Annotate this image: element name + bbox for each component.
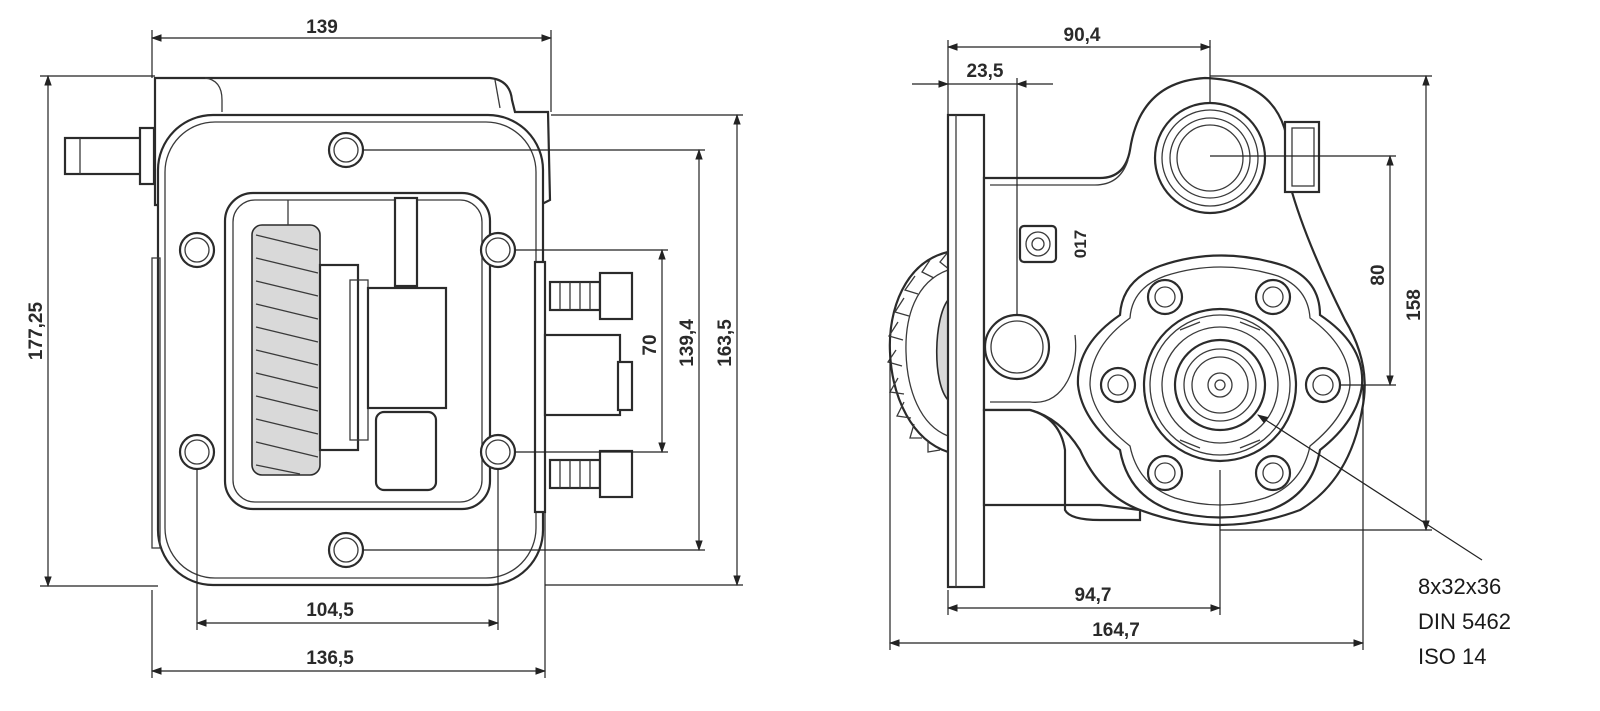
dim-bolt-horizontal: 104,5 <box>195 469 500 630</box>
dim-label-bolt-vertical-outer: 139,4 <box>677 319 698 367</box>
stamp-text: 017 <box>1071 230 1090 258</box>
spline-note-line1: 8x32x36 <box>1418 574 1501 599</box>
dim-label-output-offset: 94,7 <box>1075 585 1112 606</box>
dim-label-bolt-vertical-inner: 70 <box>640 334 661 355</box>
dim-label-shaft-offset: 90,4 <box>1064 25 1101 46</box>
dim-flange-height: 163,5 <box>545 113 743 587</box>
dim-label-bolt-horizontal: 104,5 <box>306 600 354 621</box>
spline-note-line2: DIN 5462 <box>1418 609 1511 634</box>
dim-label-flange-height: 163,5 <box>715 319 736 367</box>
helical-gear <box>251 196 448 492</box>
stud-bottom <box>548 449 634 499</box>
stamp: 017 <box>1018 224 1090 264</box>
dim-label-side-overall-width: 164,7 <box>1092 620 1140 641</box>
dim-axis-spacing: 80 <box>1210 154 1396 387</box>
dim-output-offset: 94,7 <box>946 470 1222 615</box>
dim-label-side-overall-height: 158 <box>1404 289 1425 321</box>
dim-label-flange-thickness: 23,5 <box>967 61 1004 82</box>
dim-label-overall-height: 177,25 <box>26 302 47 361</box>
gear-segment <box>886 250 951 454</box>
dim-shaft-offset: 90,4 <box>946 25 1212 115</box>
mount-flange <box>946 113 986 589</box>
output-shaft-hub <box>1142 307 1298 463</box>
stud-top <box>548 271 634 321</box>
dim-overall-height: 177,25 <box>26 74 158 588</box>
dim-side-overall-width: 164,7 <box>888 352 1365 650</box>
dim-label-axis-spacing: 80 <box>1368 264 1389 285</box>
dim-bolt-vertical-inner: 70 <box>515 248 668 454</box>
upper-shaft-boss <box>1153 101 1267 215</box>
dim-bolt-vertical-outer: 139,4 <box>363 148 705 552</box>
dim-side-overall-height: 158 <box>1210 74 1432 532</box>
dim-top-width: 139 <box>150 17 553 112</box>
dim-flange-thickness: 23,5 <box>912 61 1053 315</box>
side-view: 017 90, <box>886 25 1511 669</box>
front-view: 139 177,25 70 139,4 163,5 <box>26 17 743 678</box>
spline-note-line3: ISO 14 <box>1418 644 1486 669</box>
dim-label-top-width: 139 <box>306 17 338 38</box>
flange-bolts <box>1099 278 1342 492</box>
spline-callout: 8x32x36 DIN 5462 ISO 14 <box>1257 414 1511 669</box>
side-hole <box>983 313 1051 381</box>
dim-bottom-width: 136,5 <box>150 512 547 678</box>
dim-label-bottom-width: 136,5 <box>306 648 354 669</box>
input-shaft <box>63 136 145 176</box>
